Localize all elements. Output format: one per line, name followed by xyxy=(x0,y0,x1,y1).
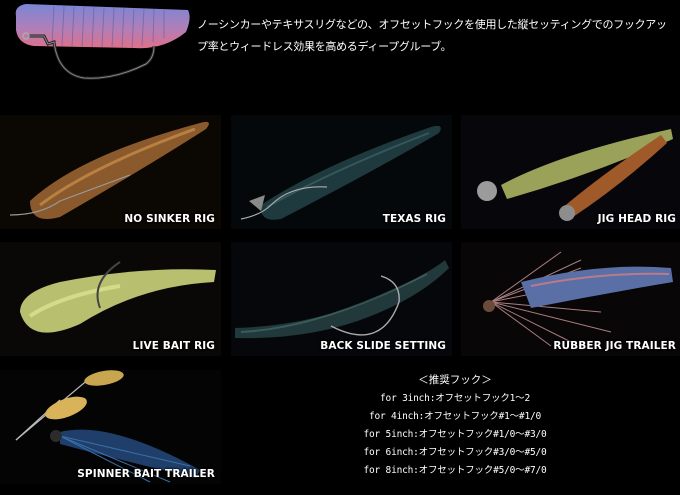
rig-label: NO SINKER RIG xyxy=(124,213,215,225)
header-section: ノーシンカーやテキサスリグなどの、オフセットフックを使用した縦セッティングでのフ… xyxy=(0,0,680,95)
hook-size-8inch: for 8inch:オフセットフック#5/0～#7/0 xyxy=(363,465,547,476)
back-slide-lure-image xyxy=(231,242,452,356)
no-sinker-lure-image xyxy=(0,115,221,229)
hooks-title: ＜推奨フック＞ xyxy=(418,374,492,386)
rig-photo-spinner-bait: SPINNER BAIT TRAILER xyxy=(0,370,221,484)
rig-photo-rubber-jig: RUBBER JIG TRAILER xyxy=(461,242,680,356)
hook-size-6inch: for 6inch:オフセットフック#3/0～#5/0 xyxy=(363,447,547,458)
live-bait-lure-image xyxy=(0,242,221,356)
rubber-jig-lure-image xyxy=(461,242,680,356)
hook-size-4inch: for 4inch:オフセットフック#1～#1/0 xyxy=(368,411,541,422)
product-description: ノーシンカーやテキサスリグなどの、オフセットフックを使用した縦セッティングでのフ… xyxy=(197,18,667,53)
spinner-bait-lure-image xyxy=(0,370,221,484)
rig-photo-no-sinker: NO SINKER RIG xyxy=(0,115,221,229)
lure-hook-illustration xyxy=(15,4,190,80)
rig-photo-back-slide: BACK SLIDE SETTING xyxy=(231,242,452,356)
hook-size-5inch: for 5inch:オフセットフック#1/0～#3/0 xyxy=(363,429,547,440)
recommended-hooks: ＜推奨フック＞ for 3inch:オフセットフック1～2 for 4inch:… xyxy=(230,372,680,480)
rig-label: TEXAS RIG xyxy=(382,213,446,225)
rig-label: LIVE BAIT RIG xyxy=(132,340,215,352)
hook-size-3inch: for 3inch:オフセットフック1～2 xyxy=(380,393,530,404)
rig-label: SPINNER BAIT TRAILER xyxy=(77,468,215,480)
rig-photo-texas: TEXAS RIG xyxy=(231,115,452,229)
rig-photo-jig-head: JIG HEAD RIG xyxy=(461,115,680,229)
texas-lure-image xyxy=(231,115,452,229)
rig-label: JIG HEAD RIG xyxy=(597,213,676,225)
jig-head-lure-image xyxy=(461,115,680,229)
rig-label: RUBBER JIG TRAILER xyxy=(553,340,676,352)
rig-label: BACK SLIDE SETTING xyxy=(320,340,446,352)
rig-photo-live-bait: LIVE BAIT RIG xyxy=(0,242,221,356)
